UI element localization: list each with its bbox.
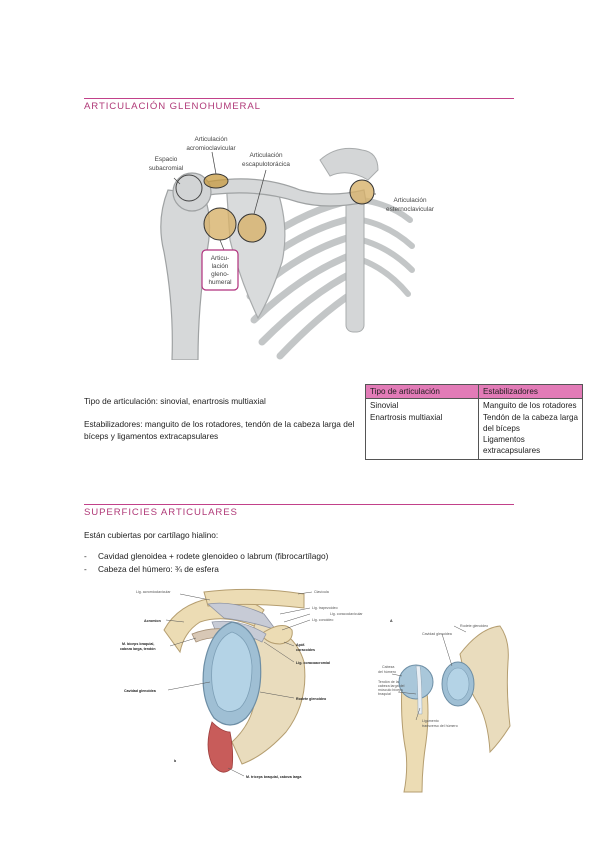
- coracoid-process: [263, 625, 293, 645]
- table-item: Manguito de los rotadores: [483, 401, 577, 411]
- label-lig-1: Ligamento: [422, 719, 439, 723]
- table-header-tipo: Tipo de articulación: [365, 383, 479, 400]
- label-esterno-1: Articulación: [393, 197, 426, 204]
- cartilage-intro: Están cubiertas por cartílago hialino:: [84, 530, 219, 540]
- table-item: Tendón de la cabeza larga del bíceps: [483, 412, 578, 433]
- label-cavidad-right: Cavidad glenoidea: [422, 632, 452, 636]
- surfaces-list: -Cavidad glenoidea + rodete glenoideo o …: [84, 550, 328, 575]
- label-esterno-2: esternoclavicular: [386, 206, 435, 213]
- table-cell-estabilizadores: Manguito de los rotadores Tendón de la c…: [478, 398, 583, 460]
- scapula: [225, 179, 286, 320]
- leader-lines: [173, 151, 376, 251]
- glenoid-cavity-right: [446, 667, 470, 701]
- label-lig-acromioclavicular: Lig. acromioclavicular: [136, 590, 171, 594]
- table-header-estabilizadores: Estabilizadores: [478, 383, 583, 400]
- label-gleno-2: lación: [212, 263, 229, 270]
- label-letter-A: A: [390, 619, 393, 623]
- sternoclavicular-joint: [350, 180, 374, 204]
- scapulothoracic-joint: [238, 214, 266, 242]
- table-row: Sinovial Enartrosis multiaxial Manguito …: [365, 398, 583, 460]
- label-lig-coracoacromial: Lig. coracoacromial: [296, 661, 330, 665]
- label-cabeza-2: del húmero: [378, 670, 396, 674]
- label-tendon-2: cabeza larga del: [378, 684, 405, 688]
- label-acromio-2: acromioclavicular: [186, 145, 236, 152]
- label-gleno-1: Articu-: [211, 255, 229, 262]
- humerus: [160, 189, 211, 360]
- scapula-right: [459, 625, 511, 754]
- label-espacio: Espacio: [155, 156, 178, 163]
- label-tendon-1: Tendón de la: [378, 680, 399, 684]
- joint-summary-table: Tipo de articulación Estabilizadores Sin…: [365, 383, 583, 460]
- glenoid-cavity: [211, 631, 253, 712]
- label-tendon-4: braquial: [378, 692, 391, 696]
- label-apof-1: Apóf.: [296, 643, 305, 647]
- label-lig-2: transverso del húmero: [422, 724, 458, 728]
- glenohumeral-label-box: [201, 249, 239, 291]
- label-biceps-1: M. bíceps braquial,: [122, 642, 154, 646]
- biceps-long-tendon: [415, 665, 423, 715]
- glenoid-cavity-figure: Lig. acromioclavicular Clavícula Acromio…: [104, 582, 394, 784]
- humeral-head-right: [398, 664, 434, 700]
- triceps-muscle: [207, 721, 234, 773]
- right-fig-leaders: [391, 625, 467, 721]
- label-rodete-right: Rodete glenoideo: [460, 624, 488, 628]
- joint-type-text: Tipo de articulación: sinovial, enartros…: [84, 396, 266, 406]
- label-tendon-3: músculo bíceps: [378, 688, 403, 692]
- label-biceps-2: cabeza larga, tendón: [120, 647, 156, 651]
- sternum: [345, 191, 365, 333]
- label-cavidad-glenoidea: Cavidad glenoidea: [124, 689, 157, 693]
- label-letter-b: b: [174, 759, 177, 763]
- label-rodete-glenoideo: Rodete glenoideo: [296, 697, 327, 701]
- scapula-body: [231, 621, 306, 765]
- list-item: -Cabeza del húmero: ¾ de esfera: [84, 563, 219, 574]
- section-title-superficies: SUPERFICIES ARTICULARES: [84, 504, 514, 520]
- label-lig-conoides: Lig. conoideo: [312, 618, 333, 622]
- label-gleno-4: humeral: [208, 279, 231, 286]
- label-escapulo-2: escapulotorácica: [242, 161, 290, 168]
- label-acromion: Acromion: [144, 619, 161, 623]
- humeral-head: [172, 172, 212, 212]
- label-apof-2: coracoides: [296, 648, 315, 652]
- stabilizers-text: Estabilizadores: manguito de los rotador…: [84, 419, 355, 441]
- table-item: Sinovial: [370, 401, 399, 411]
- glenohumeral-joint: [204, 208, 236, 240]
- label-escapulo-1: Articulación: [249, 152, 282, 159]
- label-gleno-3: gleno-: [211, 271, 229, 278]
- left-fig-leaders: [165, 591, 313, 777]
- label-lig-coracoclavicular: Lig. coracoclavicular: [330, 612, 363, 616]
- label-clavicula: Clavícula: [314, 590, 329, 594]
- label-acromio-1: Articulación: [194, 136, 227, 143]
- shoulder-skeleton-figure: Espacio subacromial Articulación acromio…: [140, 130, 440, 360]
- humerus-glenoid-figure: Rodete glenoideo Cavidad glenoidea Cabez…: [376, 622, 524, 798]
- label-triceps: M. tríceps braquial, cabeza larga: [246, 775, 302, 779]
- table-cell-tipo: Sinovial Enartrosis multiaxial: [365, 398, 479, 460]
- table-header-row: Tipo de articulación Estabilizadores: [365, 383, 583, 400]
- sternoclavicular-joint-outline: [349, 179, 375, 205]
- label-cabeza-1: Cabeza: [382, 665, 394, 669]
- section-title-glenohumeral: ARTICULACIÓN GLENOHUMERAL: [84, 98, 514, 114]
- label-lig-trapezoides: Lig. trapezoideo: [312, 606, 338, 610]
- subacromial-space-joint: [175, 174, 203, 202]
- table-item: Enartrosis multiaxial: [370, 412, 443, 422]
- vertebra: [319, 147, 379, 181]
- list-item: -Cavidad glenoidea + rodete glenoideo o …: [84, 551, 329, 561]
- acromioclavicular-joint: [204, 174, 228, 188]
- scapulothoracic-joint-outline: [237, 213, 267, 243]
- label-subacromial: subacromial: [149, 165, 183, 172]
- table-item: Ligamentos extracapsulares: [483, 435, 541, 456]
